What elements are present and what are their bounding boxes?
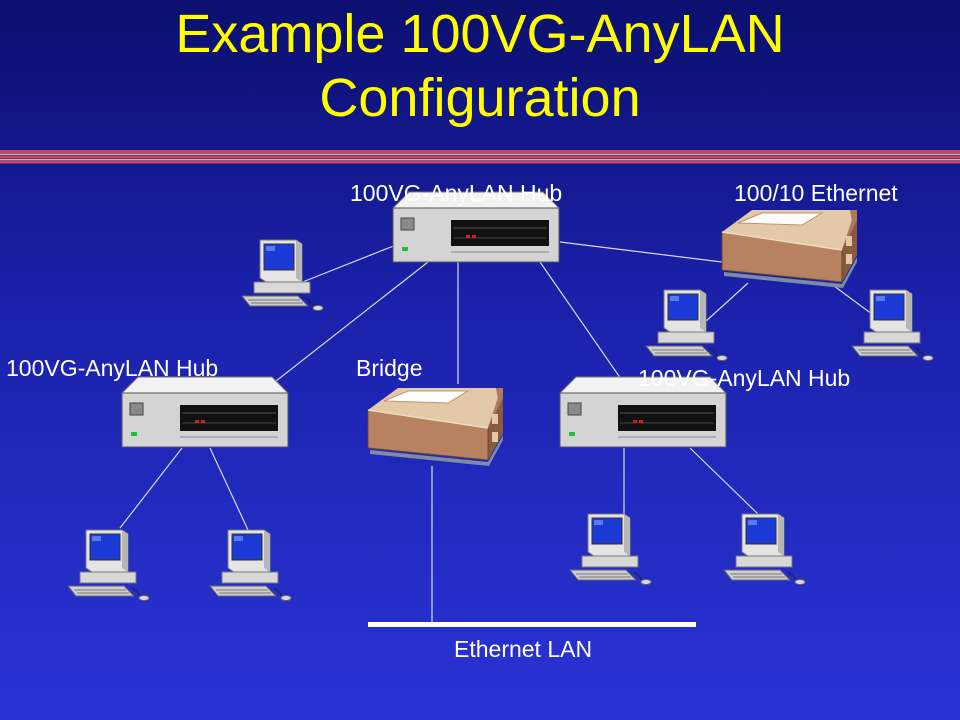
right-hub-label: 100VG-AnyLAN Hub: [638, 365, 851, 391]
ethernet-lan-label: Ethernet LAN: [454, 636, 593, 662]
top-hub-label: 100VG-AnyLAN Hub: [350, 180, 563, 206]
ethernet-switch-label: 100/10 Ethernet: [734, 180, 898, 206]
link-tophub-switch: [559, 241, 723, 263]
desktop-computer-icon: [209, 529, 292, 601]
bridge-box-icon: [367, 387, 504, 467]
desktop-computer-icon: [851, 289, 934, 361]
desktop-computer-icon: [67, 529, 150, 601]
link-lefthub-pc-1: [119, 447, 183, 529]
ethernet-switch-box-icon: [721, 209, 858, 289]
link-tophub-pc: [299, 244, 397, 284]
desktop-computer-icon: [569, 513, 652, 585]
link-tophub-righthub: [539, 261, 631, 393]
link-tophub-lefthub: [261, 261, 429, 393]
desktop-computer-icon: [645, 289, 728, 361]
connection-lines: [119, 241, 881, 624]
slide-title-line-2: Configuration: [319, 68, 641, 128]
link-righthub-pc-2: [689, 447, 759, 515]
slide-title: Example 100VG-AnyLAN Configuration: [0, 2, 960, 130]
desktop-computer-icon: [241, 239, 324, 311]
link-switch-pc-left: [704, 282, 749, 323]
desktop-computer-icon: [723, 513, 806, 585]
link-lefthub-pc-2: [209, 447, 249, 531]
slide-title-line-1: Example 100VG-AnyLAN: [175, 4, 785, 64]
left-hub-icon: [121, 376, 289, 448]
bridge-label: Bridge: [356, 355, 423, 381]
ethernet-lan-segment: [368, 622, 696, 627]
title-rule: [0, 150, 960, 164]
left-hub-label: 100VG-AnyLAN Hub: [6, 355, 219, 381]
